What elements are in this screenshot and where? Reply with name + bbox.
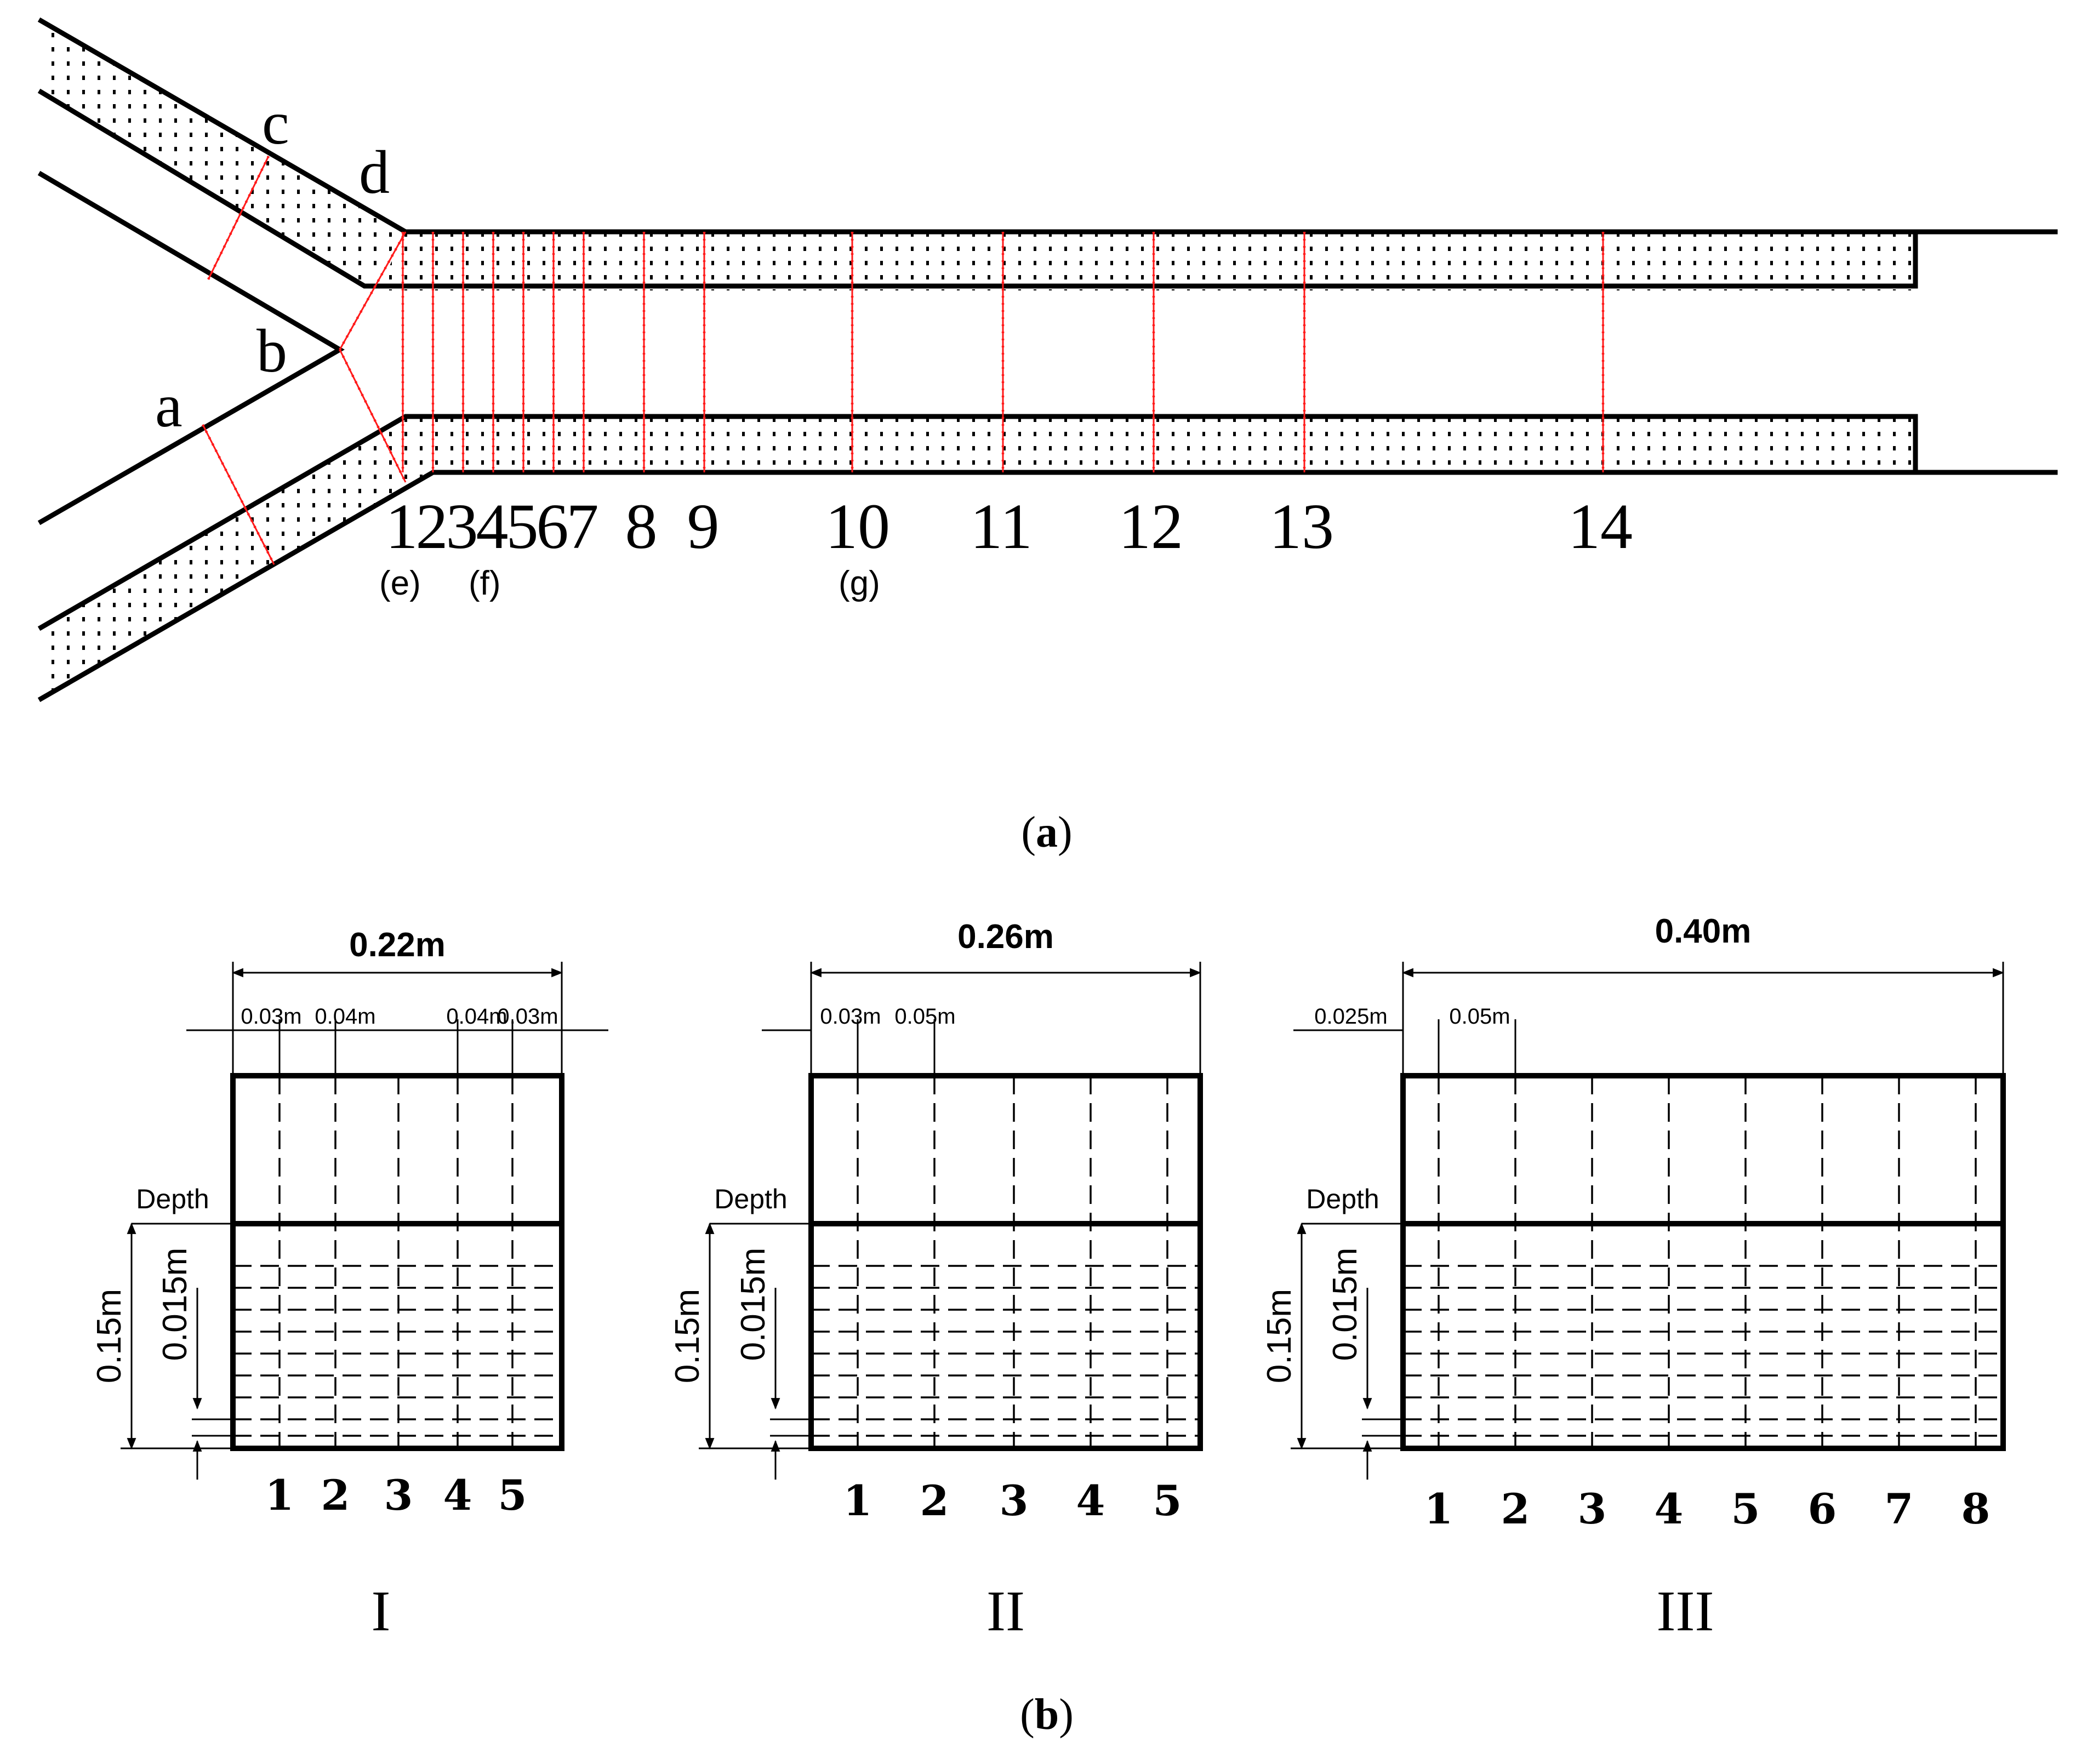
upper-tributary-inner-bank (37, 88, 1918, 289)
section-number-10: 10 (825, 490, 890, 562)
step-label: 0.015m (1326, 1248, 1364, 1361)
column-label-1: 1 (843, 1476, 872, 1525)
grid-roman-numeral: II (986, 1579, 1025, 1643)
section-number-7: 7 (567, 490, 599, 562)
column-label-4: 4 (1655, 1485, 1684, 1533)
cross-section-frame (230, 1073, 564, 1451)
main-channel-upper-floodplain (378, 232, 1915, 290)
depth-label: Depth (714, 1184, 787, 1214)
column-label-3: 3 (384, 1471, 413, 1520)
column-label-4: 4 (1076, 1476, 1105, 1525)
section-number-5: 5 (506, 490, 539, 562)
corner-label-d: d (359, 139, 390, 207)
measurement-sections (201, 156, 1605, 566)
section-c-ticks (207, 156, 270, 280)
section-number-6: 6 (537, 490, 569, 562)
lower-tributary-floodplain (41, 416, 433, 699)
column-label-2: 2 (920, 1476, 949, 1525)
step-label: 0.015m (734, 1248, 772, 1361)
lower-tributary-inner-bank (37, 414, 1918, 631)
grid-roman-numeral: III (1657, 1579, 1714, 1643)
column-label-1: 1 (265, 1471, 294, 1520)
sub-label-g: (g) (839, 564, 880, 602)
column-label-1: 1 (1424, 1485, 1453, 1533)
width-label: 0.22m (349, 926, 446, 964)
section-number-11: 11 (970, 490, 1033, 562)
section-a-ticks (201, 424, 276, 566)
column-label-6: 6 (1808, 1485, 1837, 1533)
caption-b: (b) (1020, 1691, 1074, 1739)
section-number-2: 2 (416, 490, 448, 562)
section-number-12: 12 (1119, 490, 1183, 562)
upper-tributary-floodplain (41, 21, 406, 286)
height-label: 0.15m (669, 1289, 706, 1383)
section-number-13: 13 (1269, 490, 1334, 562)
width-label: 0.26m (957, 918, 1054, 956)
sub-label-e: (e) (379, 564, 421, 602)
spacing-label: 0.04m (446, 1004, 507, 1029)
cross-section-frame (1400, 1073, 2006, 1451)
column-label-3: 3 (1578, 1485, 1607, 1533)
grid-roman-numeral: I (372, 1579, 391, 1643)
depth-label: Depth (1306, 1184, 1379, 1214)
section-number-3: 3 (446, 490, 478, 562)
width-label: 0.40m (1655, 912, 1752, 950)
section-b-lower (339, 349, 407, 483)
column-label-5: 5 (1731, 1485, 1760, 1533)
section-number-1: 1 (386, 490, 418, 562)
cross-section-frame (808, 1073, 1203, 1451)
main-channel-lower-floodplain (406, 416, 1915, 472)
column-label-2: 2 (321, 1471, 350, 1520)
column-label-8: 8 (1961, 1485, 1991, 1533)
spacing-label: 0.04m (315, 1004, 375, 1029)
section-number-14: 14 (1568, 490, 1633, 562)
height-label: 0.15m (1261, 1289, 1298, 1383)
spacing-label: 0.025m (1314, 1004, 1387, 1029)
spacing-label: 0.03m (241, 1004, 301, 1029)
caption-a: (a) (1021, 808, 1072, 857)
corner-label-a: a (155, 372, 183, 440)
column-label-5: 5 (1153, 1476, 1182, 1525)
column-label-2: 2 (1501, 1485, 1530, 1533)
caption-a-letter: a (1036, 808, 1058, 857)
step-label: 0.015m (156, 1248, 194, 1361)
column-label-3: 3 (1000, 1476, 1029, 1525)
section-number-8: 8 (625, 490, 658, 562)
section-number-4: 4 (476, 490, 509, 562)
sub-label-f: (f) (469, 564, 501, 602)
spacing-label: 0.05m (894, 1004, 955, 1029)
column-label-5: 5 (498, 1471, 527, 1520)
corner-label-c: c (262, 89, 289, 157)
column-label-7: 7 (1885, 1485, 1914, 1533)
section-number-9: 9 (687, 490, 720, 562)
corner-label-b: b (256, 317, 287, 385)
spacing-label: 0.03m (820, 1004, 881, 1029)
caption-b-letter: b (1035, 1691, 1059, 1739)
height-label: 0.15m (90, 1289, 128, 1383)
depth-label: Depth (136, 1184, 209, 1214)
section-b-upper-ticks (339, 231, 407, 351)
spacing-label: 0.05m (1449, 1004, 1510, 1029)
spacing-label: 0.03m (497, 1004, 558, 1029)
column-label-4: 4 (443, 1471, 472, 1520)
